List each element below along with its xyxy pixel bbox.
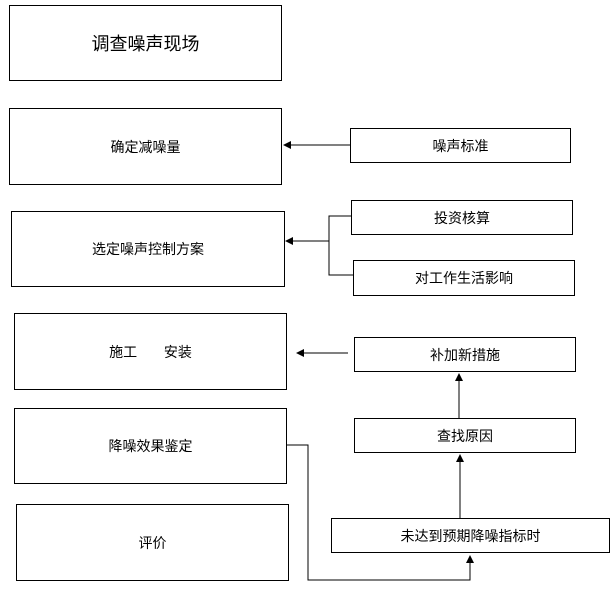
noise-reduction-effect-label: 降噪效果鉴定 [108,439,193,455]
investment-check-box: 投资核算 [351,200,573,235]
investment-check-label: 投资核算 [434,210,490,227]
work-life-impact-label: 对工作生活影响 [415,271,513,287]
noise-reduction-effect-box: 降噪效果鉴定 [14,408,287,484]
find-cause-box: 查找原因 [354,418,576,453]
determine-noise-reduction-box: 确定减噪量 [9,108,282,185]
evaluation-box: 评价 [16,504,289,581]
target-not-reached-label: 未达到预期降噪指标时 [400,528,541,545]
evaluation-label: 评价 [138,535,167,552]
noise-standard-label: 噪声标准 [432,138,489,155]
survey-noise-site-label: 调查噪声现场 [91,34,200,55]
bracket-investment-impact [328,215,353,276]
determine-noise-reduction-label: 确定减噪量 [110,139,181,156]
find-cause-label: 查找原因 [437,428,493,445]
add-new-measures-label: 补加新措施 [430,347,500,364]
survey-noise-site-box: 调查噪声现场 [9,5,282,81]
construction-install-box: 施工 安装 [14,313,287,390]
work-life-impact-box: 对工作生活影响 [353,260,575,296]
line-effect-to-not-reached [287,444,474,581]
noise-standard-box: 噪声标准 [350,128,571,163]
target-not-reached-box: 未达到预期降噪指标时 [331,518,610,553]
select-control-scheme-label: 选定噪声控制方案 [92,242,204,258]
construction-install-label: 施工 安装 [109,344,192,361]
select-control-scheme-box: 选定噪声控制方案 [11,211,285,287]
add-new-measures-box: 补加新措施 [354,337,576,372]
